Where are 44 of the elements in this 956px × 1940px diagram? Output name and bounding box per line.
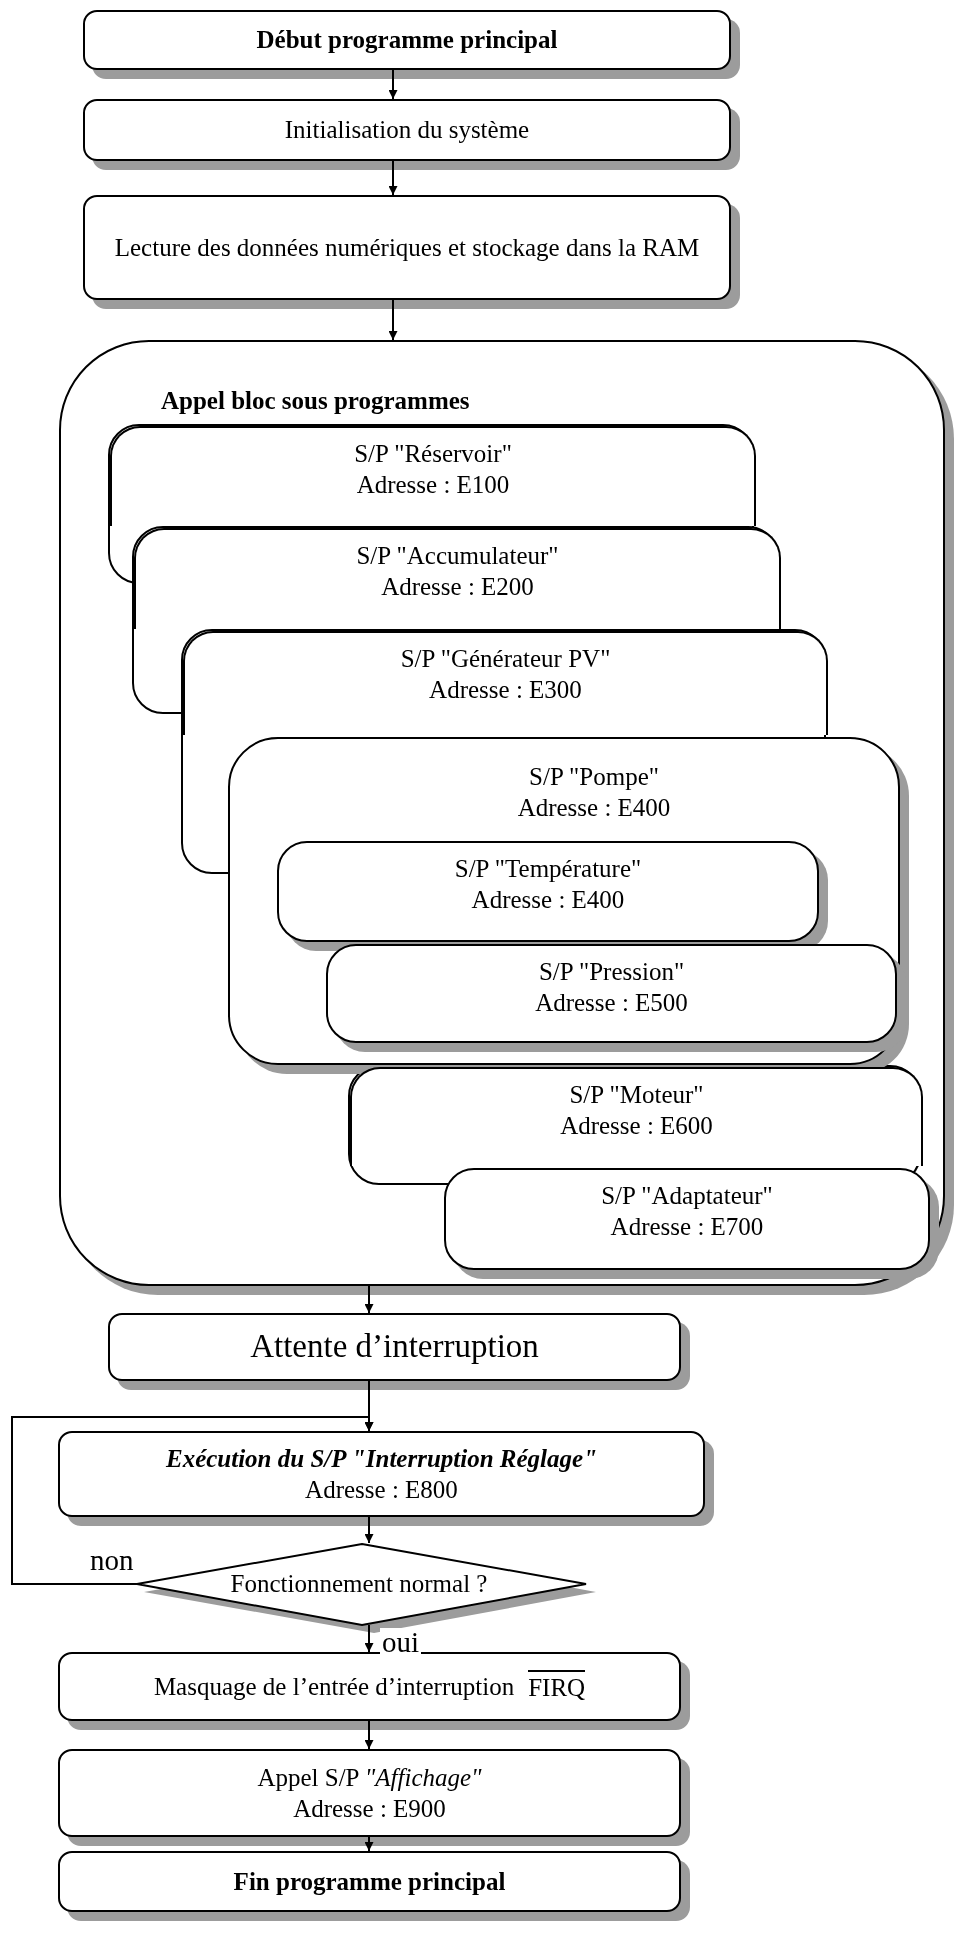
node-text: Fonctionnement normal ?: [230, 1569, 488, 1600]
address-text: Adresse : E500: [535, 988, 688, 1019]
address-text: Adresse : E400: [471, 885, 625, 916]
signal-name: FIRQ: [528, 1669, 586, 1704]
subroutine-card: [350, 1067, 923, 1166]
node-text: Lecture des données numériques et stockage dans la RAM: [114, 232, 700, 263]
node-text: Appel S/P "Affichage": [257, 1762, 482, 1793]
node-text: S/P "Générateur PV": [400, 644, 611, 674]
node-text: Initialisation du système: [284, 115, 530, 146]
node-text: S/P "Pression": [538, 957, 685, 987]
address-text: Adresse : E100: [356, 470, 510, 501]
subroutine-card: [134, 528, 781, 629]
arrow: [388, 160, 398, 196]
node-text: S/P "Température": [454, 854, 642, 884]
arrow: [388, 69, 398, 100]
address-text: Adresse : E300: [429, 675, 582, 706]
node-text: Fin programme principal: [233, 1866, 506, 1897]
address-text: Adresse : E800: [305, 1475, 458, 1505]
node-text: S/P "Accumulateur": [356, 541, 559, 571]
node-text: Masquage de l’entrée d’interruption: [153, 1671, 515, 1702]
arrow: [364, 1624, 374, 1653]
node-text: S/P "Moteur": [569, 1080, 704, 1110]
address-text: Adresse : E700: [610, 1212, 764, 1243]
node-text: Attente d’interruption: [250, 1327, 539, 1367]
arrow: [388, 299, 398, 341]
node-text: S/P "Pompe": [529, 762, 659, 792]
address-text: Adresse : E600: [560, 1111, 713, 1142]
subroutine-card: [183, 631, 828, 735]
decision-diamond: [136, 1543, 596, 1633]
block-title: Appel bloc sous programmes: [161, 386, 470, 416]
address-text: Adresse : E900: [293, 1794, 446, 1824]
subroutine-card: [110, 426, 756, 526]
node-text: S/P "Réservoir": [354, 439, 512, 469]
node-title: Exécution du S/P "Interruption Réglage": [165, 1443, 598, 1474]
arrow: [364, 1836, 374, 1852]
node-text: S/P "Adaptateur": [601, 1181, 773, 1211]
address-text: Adresse : E200: [381, 572, 534, 603]
node-text: Début programme principal: [256, 25, 558, 56]
edge-label: oui: [380, 1628, 422, 1657]
address-text: Adresse : E400: [517, 793, 671, 824]
arrow: [364, 1516, 374, 1544]
arrow: [364, 1720, 374, 1750]
arrow: [11, 1416, 374, 1585]
arrow: [364, 1285, 374, 1314]
